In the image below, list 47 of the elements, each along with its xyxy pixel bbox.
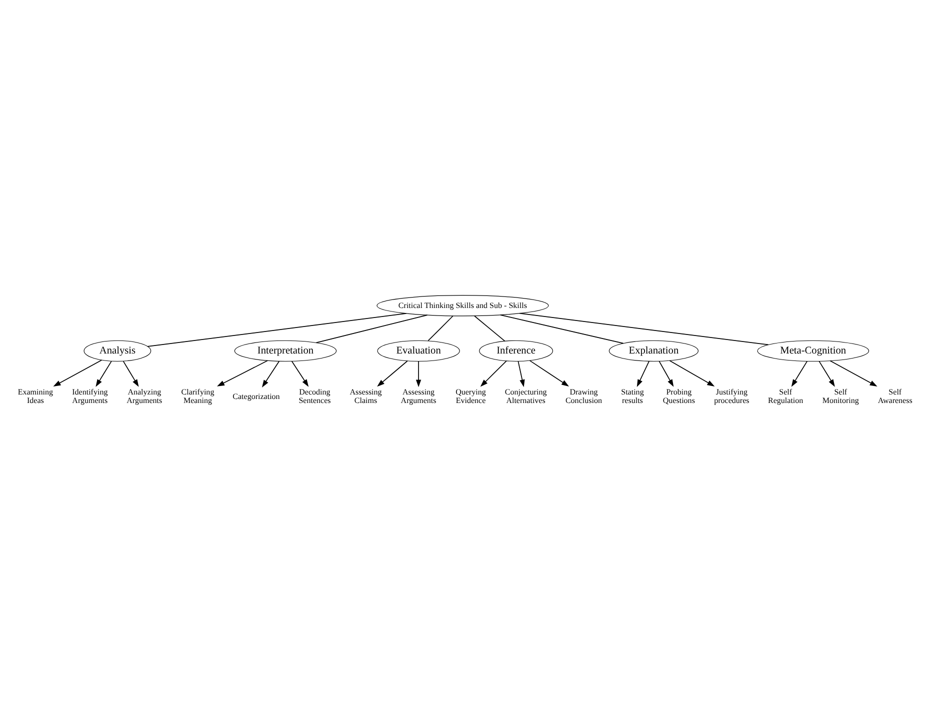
node-ellipse: Evaluation <box>377 340 460 362</box>
arrow <box>818 360 835 386</box>
node-ellipse: Explanation <box>608 340 698 362</box>
node-text: Categorization <box>232 391 280 400</box>
arrow <box>291 360 309 386</box>
node-text: Assessing Arguments <box>400 387 436 405</box>
node-text: Drawing Conclusion <box>565 387 602 405</box>
node-text: Clarifying Meaning <box>181 387 214 405</box>
arrow <box>791 360 808 386</box>
arrow <box>658 360 674 386</box>
arrow <box>122 360 139 386</box>
arrow <box>377 360 408 386</box>
node-text: Self Regulation <box>768 387 804 405</box>
arrow <box>636 360 650 386</box>
arrow <box>529 360 569 386</box>
node-text: Probing Questions <box>662 387 695 405</box>
node-text: Self Awareness <box>878 387 912 405</box>
arrow <box>669 360 715 386</box>
node-text: Examining Ideas <box>18 387 54 405</box>
arrow <box>480 360 507 386</box>
node-ellipse: Meta-Cognition <box>757 340 870 362</box>
node-text: Self Monitoring <box>822 387 859 405</box>
node-ellipse: Critical Thinking Skills and Sub - Skills <box>376 294 549 316</box>
node-text: Querying Evidence <box>456 387 486 405</box>
connector <box>428 315 454 341</box>
node-text: Assessing Claims <box>350 387 382 405</box>
arrow <box>216 360 268 386</box>
node-text: Justifying procedures <box>714 387 750 405</box>
node-text: Analyzing Arguments <box>126 387 162 405</box>
node-ellipse: Analysis <box>84 340 152 362</box>
arrow <box>53 359 102 386</box>
connector <box>474 315 506 341</box>
node-text: Decoding Sentences <box>298 387 331 405</box>
arrow <box>416 360 422 387</box>
node-ellipse: Inference <box>479 340 554 362</box>
connector <box>500 314 624 344</box>
connector <box>519 312 769 345</box>
node-text: Stating results <box>621 387 644 405</box>
node-text: Conjecturing Alternatives <box>504 387 547 405</box>
arrow <box>518 360 525 387</box>
arrow <box>262 360 280 387</box>
connector <box>147 312 407 346</box>
node-ellipse: Interpretation <box>234 340 337 362</box>
connector <box>316 314 428 343</box>
arrow <box>830 360 878 386</box>
node-text: Identifying Arguments <box>72 387 108 405</box>
arrow <box>96 360 112 386</box>
